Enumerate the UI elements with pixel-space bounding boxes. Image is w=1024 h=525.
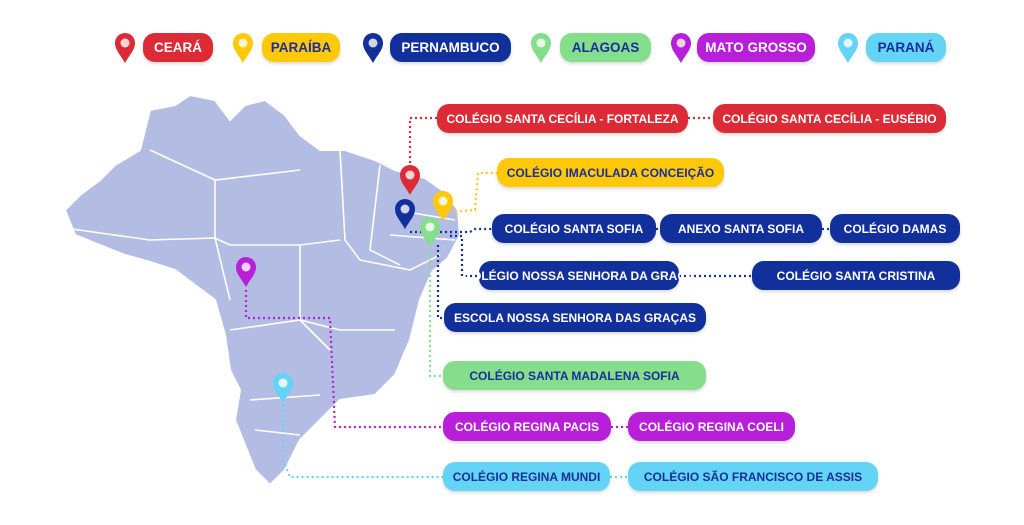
legend-mato-grosso: MATO GROSSO: [697, 33, 815, 62]
map-pin-icon: [837, 32, 859, 64]
school-tag: COLÉGIO SANTA MADALENA SOFIA: [443, 361, 706, 390]
map-pin-icon: [432, 190, 454, 222]
brazil-shape: [63, 93, 462, 487]
map-pin-icon: [232, 32, 254, 64]
map-pin-icon: [114, 32, 136, 64]
school-tag: COLÉGIO REGINA PACIS: [443, 412, 611, 441]
school-tag: COLÉGIO DAMAS: [830, 214, 960, 243]
legend-parana: PARANÁ: [866, 33, 946, 62]
school-tag: COLÉGIO SANTA SOFIA: [492, 214, 656, 243]
school-tag: ANEXO SANTA SOFIA: [660, 214, 822, 243]
map-pin-icon: [235, 256, 257, 288]
connector-parana: [281, 405, 628, 479]
connector-ceara: [408, 116, 713, 168]
legend-paraiba: PARAÍBA: [262, 33, 340, 62]
connector-alagoas: [428, 250, 443, 378]
map-pin-icon: [530, 32, 552, 64]
map-pin-icon: [362, 32, 384, 64]
school-tag: COLÉGIO SANTA CECÍLIA - FORTALEZA: [437, 104, 688, 133]
school-tag: COLÉGIO REGINA MUNDI: [443, 462, 610, 491]
map-pin-icon: [272, 372, 294, 404]
school-tag: COLÉGIO REGINA COELI: [628, 412, 795, 441]
map-pin-icon: [399, 164, 421, 196]
school-tag: ESCOLA NOSSA SENHORA DAS GRAÇAS: [444, 303, 706, 332]
school-tag: COLÉGIO SANTA CRISTINA: [752, 261, 960, 290]
school-tag: COLÉGIO SÃO FRANCISCO DE ASSIS: [628, 462, 878, 491]
school-tag: COLÉGIO IMACULADA CONCEIÇÃO: [497, 158, 724, 187]
school-tag: COLÉGIO NOSSA SENHORA DA GRAÇA: [463, 261, 695, 290]
school-tag: COLÉGIO SANTA CECÍLIA - EUSÉBIO: [713, 104, 946, 133]
legend-ceara: CEARÁ: [143, 33, 213, 62]
map-pin-icon: [394, 198, 416, 230]
map-pin-icon: [670, 32, 692, 64]
legend-alagoas: ALAGOAS: [560, 33, 651, 62]
connector-pernambuco: [410, 227, 830, 320]
legend-pernambuco: PERNAMBUCO: [390, 33, 511, 62]
connector-paraiba: [449, 171, 497, 214]
connector-mato-grosso: [244, 290, 628, 429]
map-pin-icon: [419, 216, 441, 248]
